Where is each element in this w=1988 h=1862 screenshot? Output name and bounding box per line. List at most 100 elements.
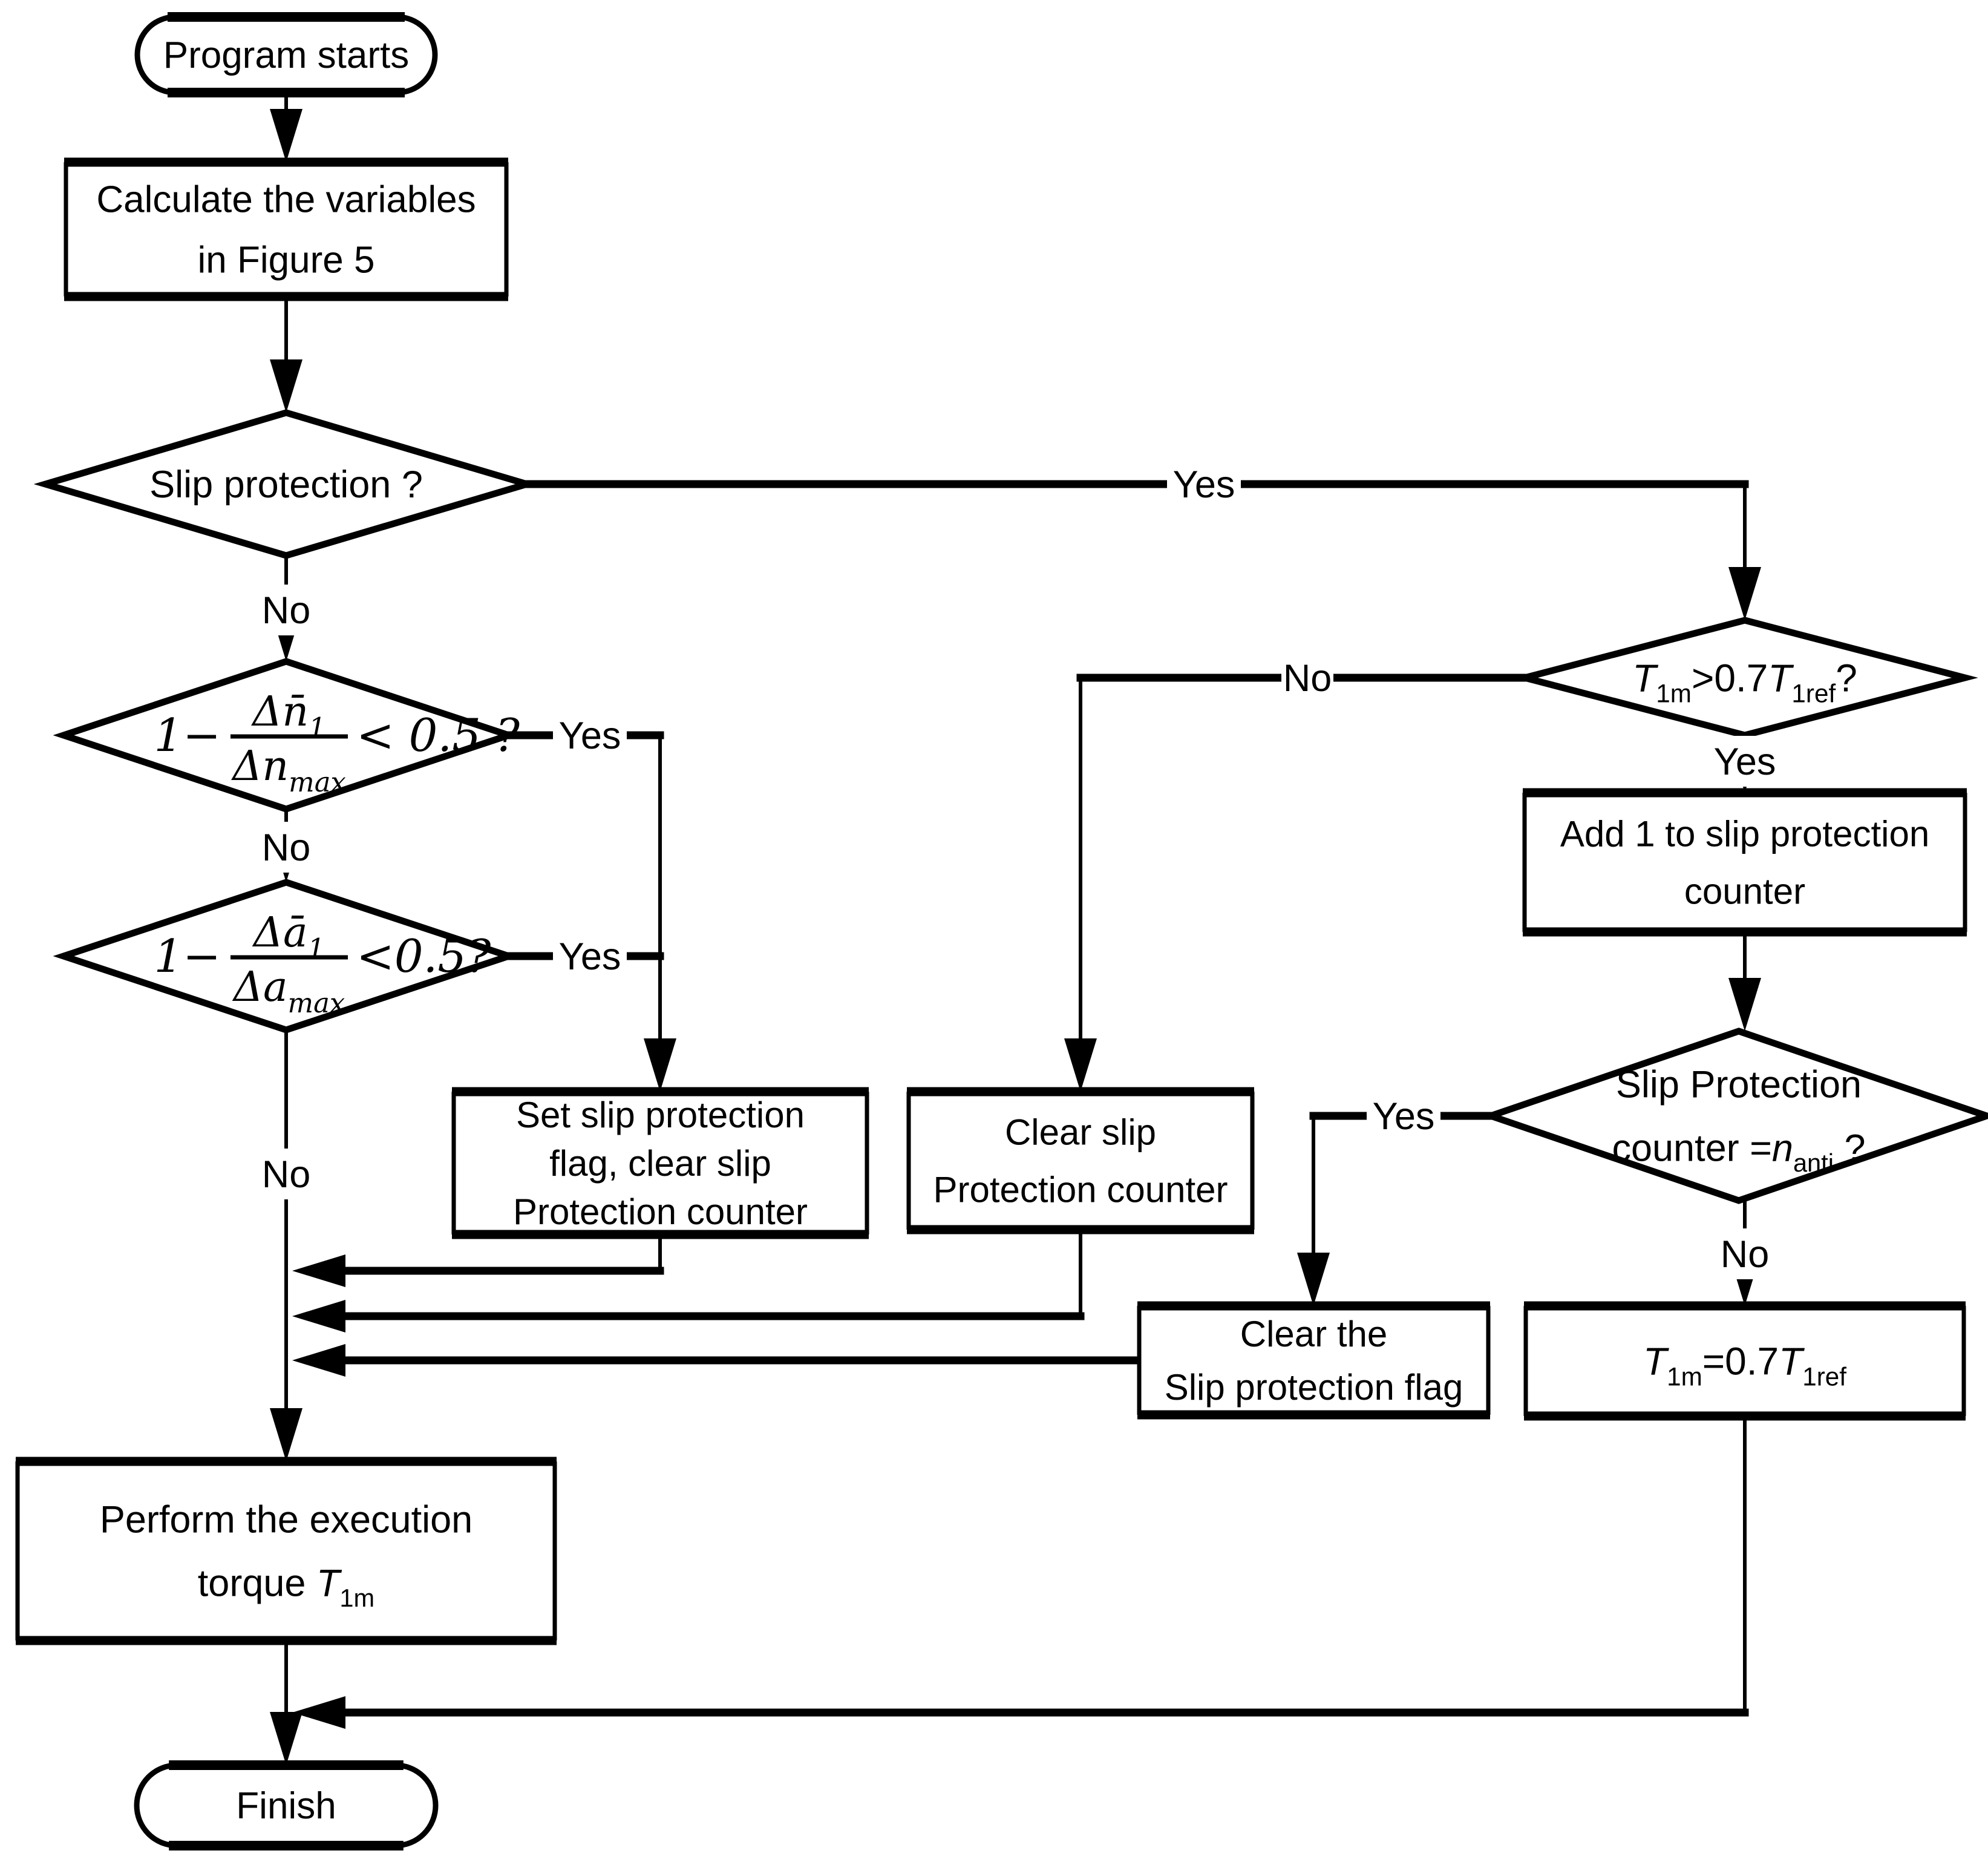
edge-calc-d1 — [270, 295, 302, 413]
arrowhead — [292, 1696, 345, 1729]
process-perform-execution-torque-shape — [18, 1461, 555, 1641]
edge-d3-no-perform-label: No — [260, 1149, 312, 1199]
arrowhead — [292, 1344, 345, 1377]
node-text-line: Add 1 to slip protection — [1560, 814, 1929, 854]
edge-d2-no-d3-label: No — [260, 822, 312, 873]
node-text-line: 1− — [154, 709, 221, 762]
edge-label-text: No — [262, 827, 311, 869]
process-calculate-variables: Calculate the variables in Figure 5 — [64, 157, 509, 301]
decision-torque-threshold-shape — [1511, 617, 1978, 739]
process-calculate-variables-shape — [66, 162, 506, 297]
node-text-line: Slip Protection — [1616, 1064, 1862, 1106]
edge-perform-finish — [270, 1639, 302, 1765]
process-set-slip-protection-flag-shape — [454, 1092, 867, 1234]
edge-d1-yes-tdia — [523, 480, 1761, 620]
node-text-line: Protection counter — [934, 1170, 1228, 1210]
edge-start-calc — [270, 91, 302, 162]
edge-setslip-merge — [292, 1233, 664, 1287]
process-add-1-to-counter-shape — [1525, 793, 1965, 932]
node-text-line: Δamax — [232, 963, 345, 1019]
edge-d2-yes-setslip-label: Yes — [553, 710, 627, 761]
edge-label-bg — [1167, 459, 1241, 510]
terminator-program-starts: Program starts — [134, 12, 438, 97]
process-clear-slip-protection-counter-shape — [909, 1092, 1252, 1230]
edge-nanti-no-t1mbox-label: No — [1719, 1228, 1771, 1279]
decision-slip-protection: Slip protection ? — [33, 409, 539, 559]
edge-label-text: Yes — [559, 715, 621, 757]
edge-label-bg — [260, 585, 312, 635]
edge-label-text: No — [1721, 1233, 1770, 1276]
node-text-line: < 0.5 ? — [356, 709, 520, 762]
edge-t1mbox-merge — [292, 1414, 1749, 1729]
node-text-line: Clear the — [1240, 1314, 1387, 1354]
edge-label-text: Yes — [1173, 464, 1235, 506]
node-text-line: T1m=0.7T1ref — [1643, 1339, 1846, 1391]
edge-clearslip-merge — [292, 1228, 1085, 1333]
process-set-torque-limit: T1m=0.7T1ref — [1523, 1301, 1966, 1421]
edge-label-bg — [260, 1149, 312, 1199]
node-text-line: Protection counter — [513, 1192, 808, 1232]
arrowhead — [644, 1038, 676, 1092]
arrowhead — [292, 1254, 345, 1287]
edge-label-bg — [1719, 1228, 1771, 1279]
decision-slip-protection-shape — [33, 409, 539, 559]
edge-label-bg — [553, 931, 627, 982]
edge-d1-no-d2-label: No — [260, 585, 312, 635]
edge-tdia-no-clearslip-label: No — [1281, 652, 1333, 703]
process-set-slip-protection-flag: Set slip protection flag, clear slipProte… — [451, 1087, 869, 1239]
arrowhead — [1728, 567, 1761, 620]
decision-counter-equals-nanti: Slip Protection counter =nanti ? — [1480, 1028, 1988, 1204]
node-text-line: Δnmax — [231, 743, 346, 798]
node-text-line: Perform the execution — [100, 1499, 472, 1541]
edge-nanti-yes-clearflag-label: Yes — [1367, 1090, 1440, 1141]
node-text-line: Slip protection flag — [1165, 1367, 1463, 1408]
edge-label-text: No — [262, 1153, 311, 1196]
node-text-line: counter =nanti ? — [1612, 1127, 1865, 1178]
edge-tdia-yes-add1-label: Yes — [1708, 736, 1782, 787]
edge-label-bg — [1281, 652, 1333, 703]
decision-counter-equals-nanti-shape — [1480, 1028, 1988, 1204]
arrowhead — [270, 1712, 302, 1765]
process-set-torque-limit-shape — [1526, 1306, 1964, 1416]
node-text-line: Program starts — [163, 34, 410, 76]
edge-label-bg — [1708, 736, 1782, 787]
edge-label-bg — [1367, 1090, 1440, 1141]
arrowhead — [292, 1300, 345, 1333]
process-add-1-to-counter: Add 1 to slip protection counter — [1522, 788, 1967, 937]
arrowhead — [1297, 1253, 1330, 1306]
edge-label-text: Yes — [559, 936, 621, 978]
edge-add1-nanti — [1728, 930, 1761, 1031]
node-text-line: Finish — [236, 1785, 336, 1827]
edge-d1-yes-tdia-label: Yes — [1167, 459, 1241, 510]
edge-d3-yes-join-label: Yes — [553, 931, 627, 982]
decision-torque-threshold: T1m>0.7T1ref? — [1511, 617, 1978, 739]
arrowhead — [270, 359, 302, 413]
edge-label-text: No — [1283, 657, 1332, 700]
arrowhead — [270, 1408, 302, 1461]
arrowhead — [270, 109, 302, 162]
node-text-line: in Figure 5 — [198, 240, 375, 281]
node-text-line: Calculate the variables — [96, 179, 476, 221]
node-text-line: Slip protection ? — [149, 464, 423, 506]
node-text-line: <0.5? — [356, 929, 491, 983]
node-text-line: Set slip protection — [516, 1095, 805, 1135]
node-text-line: Clear slip — [1005, 1112, 1156, 1153]
process-perform-execution-torque: Perform the execution torque T1m — [15, 1457, 557, 1645]
arrowhead — [1728, 978, 1761, 1031]
arrowhead — [1064, 1038, 1097, 1092]
process-clear-slip-protection-flag-shape — [1139, 1306, 1488, 1415]
edge-d3-no-perform — [270, 1028, 302, 1461]
edge-label-bg — [260, 822, 312, 873]
node-text-line: torque T1m — [198, 1562, 374, 1613]
node-text-line: 1− — [154, 929, 221, 983]
node-text-line: flag, clear slip — [549, 1143, 771, 1184]
node-text-line: counter — [1684, 871, 1805, 912]
edge-label-text: Yes — [1714, 741, 1776, 783]
edge-label-text: No — [262, 589, 311, 632]
